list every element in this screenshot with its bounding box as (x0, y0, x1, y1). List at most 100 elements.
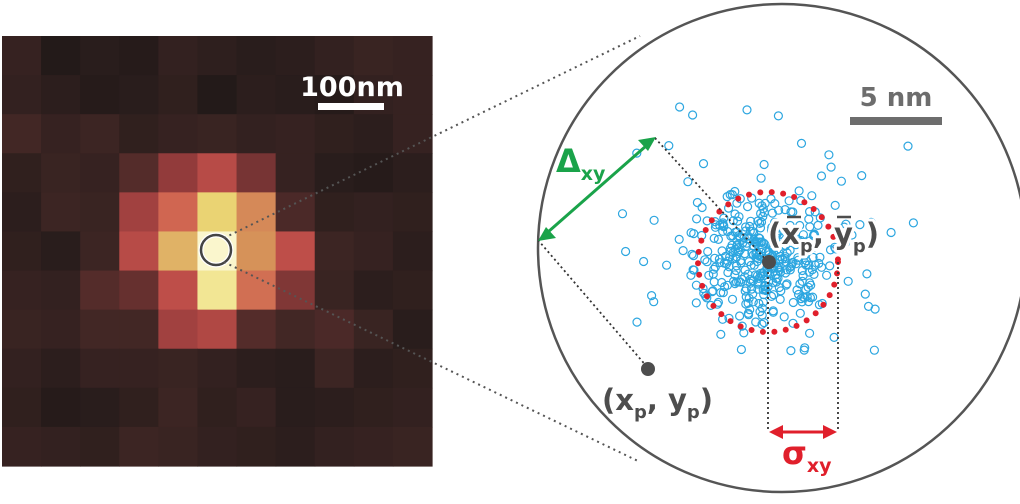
image-pixel (80, 231, 120, 272)
localization-point (801, 284, 811, 295)
image-pixel (314, 309, 355, 350)
localization-point (799, 345, 809, 355)
image-pixel (314, 36, 355, 76)
localization-point (805, 293, 816, 303)
localization-point (743, 310, 754, 320)
localization-point (766, 240, 777, 250)
localization-point (718, 288, 728, 298)
image-pixel (275, 387, 316, 428)
localization-point (836, 176, 847, 186)
localization-point (903, 141, 913, 151)
delta-label: Δxy (556, 142, 606, 185)
image-pixel (392, 426, 433, 467)
localization-point (833, 227, 843, 237)
localization-point (723, 267, 733, 278)
localization-point (742, 105, 752, 115)
image-pixel (41, 387, 81, 428)
localization-point (714, 254, 725, 264)
image-pixel (392, 270, 433, 311)
zoom-connector-top (223, 35, 641, 239)
localization-point (809, 269, 819, 279)
image-pixel (80, 75, 120, 115)
localization-point (724, 262, 734, 272)
image-pixel (41, 270, 81, 311)
image-pixel (392, 387, 433, 428)
localization-point (746, 216, 756, 226)
localization-point (753, 278, 764, 288)
localization-point (709, 264, 719, 274)
localization-point (632, 317, 642, 327)
localization-point (804, 328, 815, 338)
localization-point (760, 198, 770, 208)
localization-point (738, 238, 748, 248)
localization-point (720, 251, 731, 261)
localization-point (728, 248, 738, 258)
image-pixel (80, 270, 120, 311)
localization-point (793, 253, 803, 263)
localization-point (759, 280, 770, 290)
image-pixel (119, 348, 159, 389)
localization-point (689, 265, 699, 275)
image-pixel (41, 426, 81, 467)
image-pixel (80, 192, 120, 233)
localization-point (708, 269, 718, 279)
image-pixel (2, 348, 42, 389)
localization-point (796, 294, 806, 304)
localization-point (716, 329, 726, 339)
localization-point (821, 270, 832, 280)
image-pixel (2, 75, 42, 115)
image-pixel (353, 231, 394, 272)
image-pixel (2, 36, 42, 76)
localization-point (758, 285, 768, 295)
image-pixel (158, 426, 199, 467)
localization-point (768, 290, 779, 300)
localization-point (752, 271, 763, 281)
localization-point (746, 284, 757, 294)
localization-point (719, 222, 729, 232)
image-pixel (236, 114, 277, 154)
localization-point (734, 212, 744, 222)
image-pixel (392, 348, 433, 389)
image-pixel (197, 348, 238, 389)
image-pixel (119, 192, 159, 233)
localization-point (689, 229, 699, 239)
image-pixel (275, 270, 316, 311)
image-pixel (275, 348, 316, 389)
localization-point (804, 267, 814, 277)
localization-point (757, 319, 767, 329)
true-position-marker (641, 362, 655, 376)
localization-point (869, 345, 880, 355)
localization-point (748, 289, 758, 299)
delta-arrowhead-upper (638, 137, 656, 151)
image-pixel (314, 348, 355, 389)
image-pixel (275, 192, 316, 233)
zoom-scale-bar-label: 5 nm (860, 83, 933, 113)
image-pixel (2, 426, 42, 467)
image-pixel (275, 114, 316, 154)
localization-point (782, 265, 792, 275)
zoom-connector-bottom (223, 261, 641, 463)
localization-point (866, 217, 876, 227)
localization-point (735, 277, 746, 287)
localization-point (743, 269, 753, 279)
delta-arrow-line (547, 144, 647, 234)
localization-point (778, 233, 788, 243)
localization-point (719, 213, 729, 223)
localization-point (755, 268, 766, 278)
localization-point (839, 222, 849, 232)
localization-point (782, 279, 792, 289)
localization-point (784, 196, 794, 206)
image-pixel (236, 192, 277, 233)
localization-point (803, 282, 813, 292)
localization-point (749, 234, 759, 245)
localization-point (691, 298, 701, 308)
image-pixel (353, 387, 394, 428)
localization-point (756, 217, 767, 227)
localization-point (730, 186, 740, 197)
localization-point (755, 307, 765, 317)
localization-point (809, 242, 820, 252)
image-pixel (80, 387, 120, 428)
localization-point (785, 220, 795, 231)
localization-point (749, 260, 759, 270)
image-pixel (41, 309, 81, 350)
